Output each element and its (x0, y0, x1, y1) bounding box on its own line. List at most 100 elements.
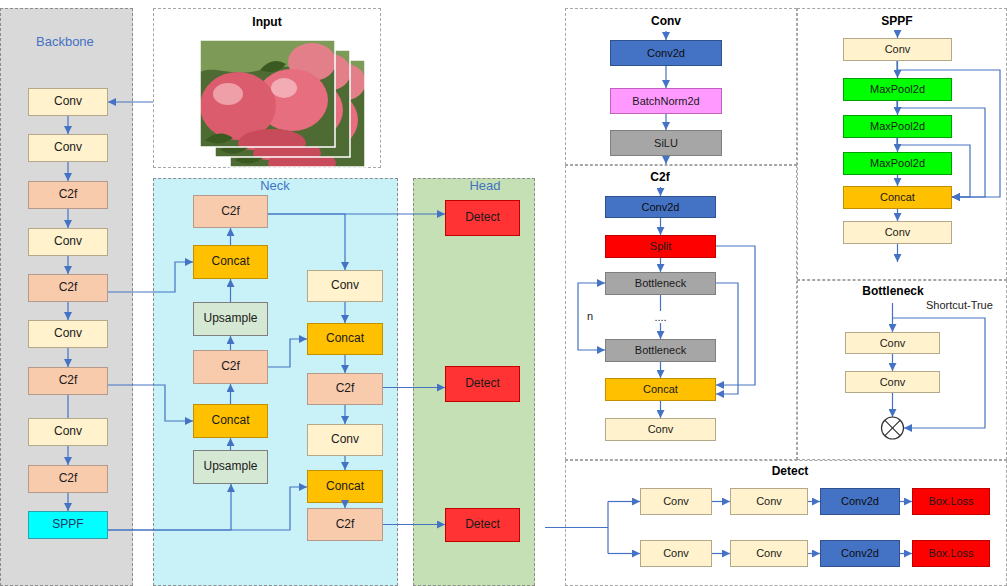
concat-block: Concat (307, 470, 383, 503)
input-arrow (897, 31, 898, 38)
connector (67, 302, 68, 320)
neck-panel: NeckC2fConcatUpsampleC2fConcatUpsampleCo… (153, 178, 398, 586)
connector (344, 355, 345, 373)
conv2d-layer: Conv2d (820, 540, 900, 567)
block-label: Concat (880, 191, 915, 204)
input-wire (545, 527, 608, 528)
block-label: Upsample (203, 312, 257, 326)
connector (67, 209, 68, 228)
panel-title: Backbone (36, 35, 94, 50)
connector (108, 262, 193, 292)
connector (383, 387, 445, 388)
maxpool-layer: MaxPool2d (843, 115, 952, 138)
block-label: Detect (465, 518, 500, 532)
block-label: Concat (326, 480, 364, 494)
connector (712, 501, 730, 502)
conv2d-layer: Conv2d (820, 488, 900, 515)
connector (578, 283, 605, 350)
block-label: Conv (648, 423, 674, 436)
shortcut-wire (893, 318, 986, 428)
layer-box: Bottleneck (605, 272, 716, 295)
connector (67, 256, 68, 274)
block-label: Concat (326, 332, 364, 346)
block-label: C2f (336, 382, 355, 396)
block-label: Upsample (203, 460, 257, 474)
c2f-block: C2f (193, 195, 268, 228)
connector (67, 493, 68, 511)
red-layer-box: Split (605, 235, 716, 258)
connector (344, 456, 345, 470)
block-label: Conv (331, 433, 359, 447)
connector (230, 279, 231, 302)
section-panel: C2fConv2dSplitBottleneckBottleneckConcat… (565, 165, 797, 460)
input-arrow (665, 31, 666, 40)
block-label: Conv (663, 495, 689, 508)
layer-box: SiLU (610, 130, 722, 156)
edge-label-holder: n (585, 310, 595, 323)
red-layer-box: Box.Loss (912, 540, 990, 567)
c2f-block: C2f (307, 508, 383, 541)
block-label: Conv (54, 235, 82, 249)
connector (108, 484, 231, 530)
concat-block: Concat (605, 378, 716, 401)
multiply-cross (885, 420, 901, 436)
edge-label: n (585, 310, 595, 323)
conv-block: Conv (640, 540, 712, 567)
connector (67, 348, 68, 367)
output-arrow (665, 156, 666, 164)
connector (344, 302, 345, 323)
layer-box: Bottleneck (605, 339, 716, 362)
conv2d-layer: Conv2d (605, 196, 716, 218)
sppf-block: SPPF (28, 511, 108, 539)
block-label: C2f (59, 281, 78, 295)
upsample-block: Upsample (193, 302, 268, 336)
connector (230, 228, 231, 245)
connector (268, 339, 307, 367)
section-panel: SPPFConvMaxPool2dMaxPool2dMaxPool2dConca… (797, 8, 1007, 280)
upsample-block: Upsample (193, 450, 268, 484)
connector (716, 246, 755, 385)
maxpool-layer: MaxPool2d (843, 78, 952, 101)
conv-block: Conv (307, 270, 383, 302)
connector (900, 501, 912, 502)
block-label: SiLU (654, 137, 678, 150)
conv-block: Conv (845, 371, 940, 393)
block-label: Concat (643, 383, 678, 396)
c2f-block: C2f (307, 373, 383, 405)
section-panel: ConvConv2dBatchNorm2dSiLU (565, 8, 797, 165)
connector (660, 218, 661, 235)
connector (712, 553, 730, 554)
block-label: Conv (54, 327, 82, 341)
backbone-panel: BackboneConvConvC2fConvC2fConvC2fConvC2f… (0, 8, 133, 586)
block-label: C2f (59, 472, 78, 486)
photo (200, 40, 336, 157)
connector (808, 553, 820, 554)
connector (67, 446, 68, 465)
block-label: Conv (880, 376, 906, 389)
connector (808, 501, 820, 502)
conv-block: Conv (28, 88, 108, 116)
block-label: Conv (885, 226, 911, 239)
connector (897, 61, 1000, 197)
concat-block: Concat (307, 323, 383, 355)
conv-block: Conv (28, 320, 108, 348)
block-label: Bottleneck (635, 277, 686, 290)
panel-title: Head (469, 179, 500, 194)
concat-block: Concat (843, 186, 952, 209)
conv-block: Conv (640, 488, 712, 515)
c2f-block: C2f (193, 350, 268, 384)
panel-title: C2f (650, 171, 669, 185)
block-label: C2f (59, 188, 78, 202)
input-arrow (660, 187, 661, 196)
block-label: Conv (331, 279, 359, 293)
block-label: SPPF (52, 518, 83, 532)
connector (660, 401, 661, 418)
branch-arrow (608, 501, 640, 502)
connector (344, 503, 345, 508)
c2f-block: C2f (28, 274, 108, 302)
block-label: Conv (880, 337, 906, 350)
conv-block: Conv (307, 424, 383, 456)
block-label: Conv2d (841, 547, 879, 560)
block-label: Conv2d (642, 201, 680, 214)
